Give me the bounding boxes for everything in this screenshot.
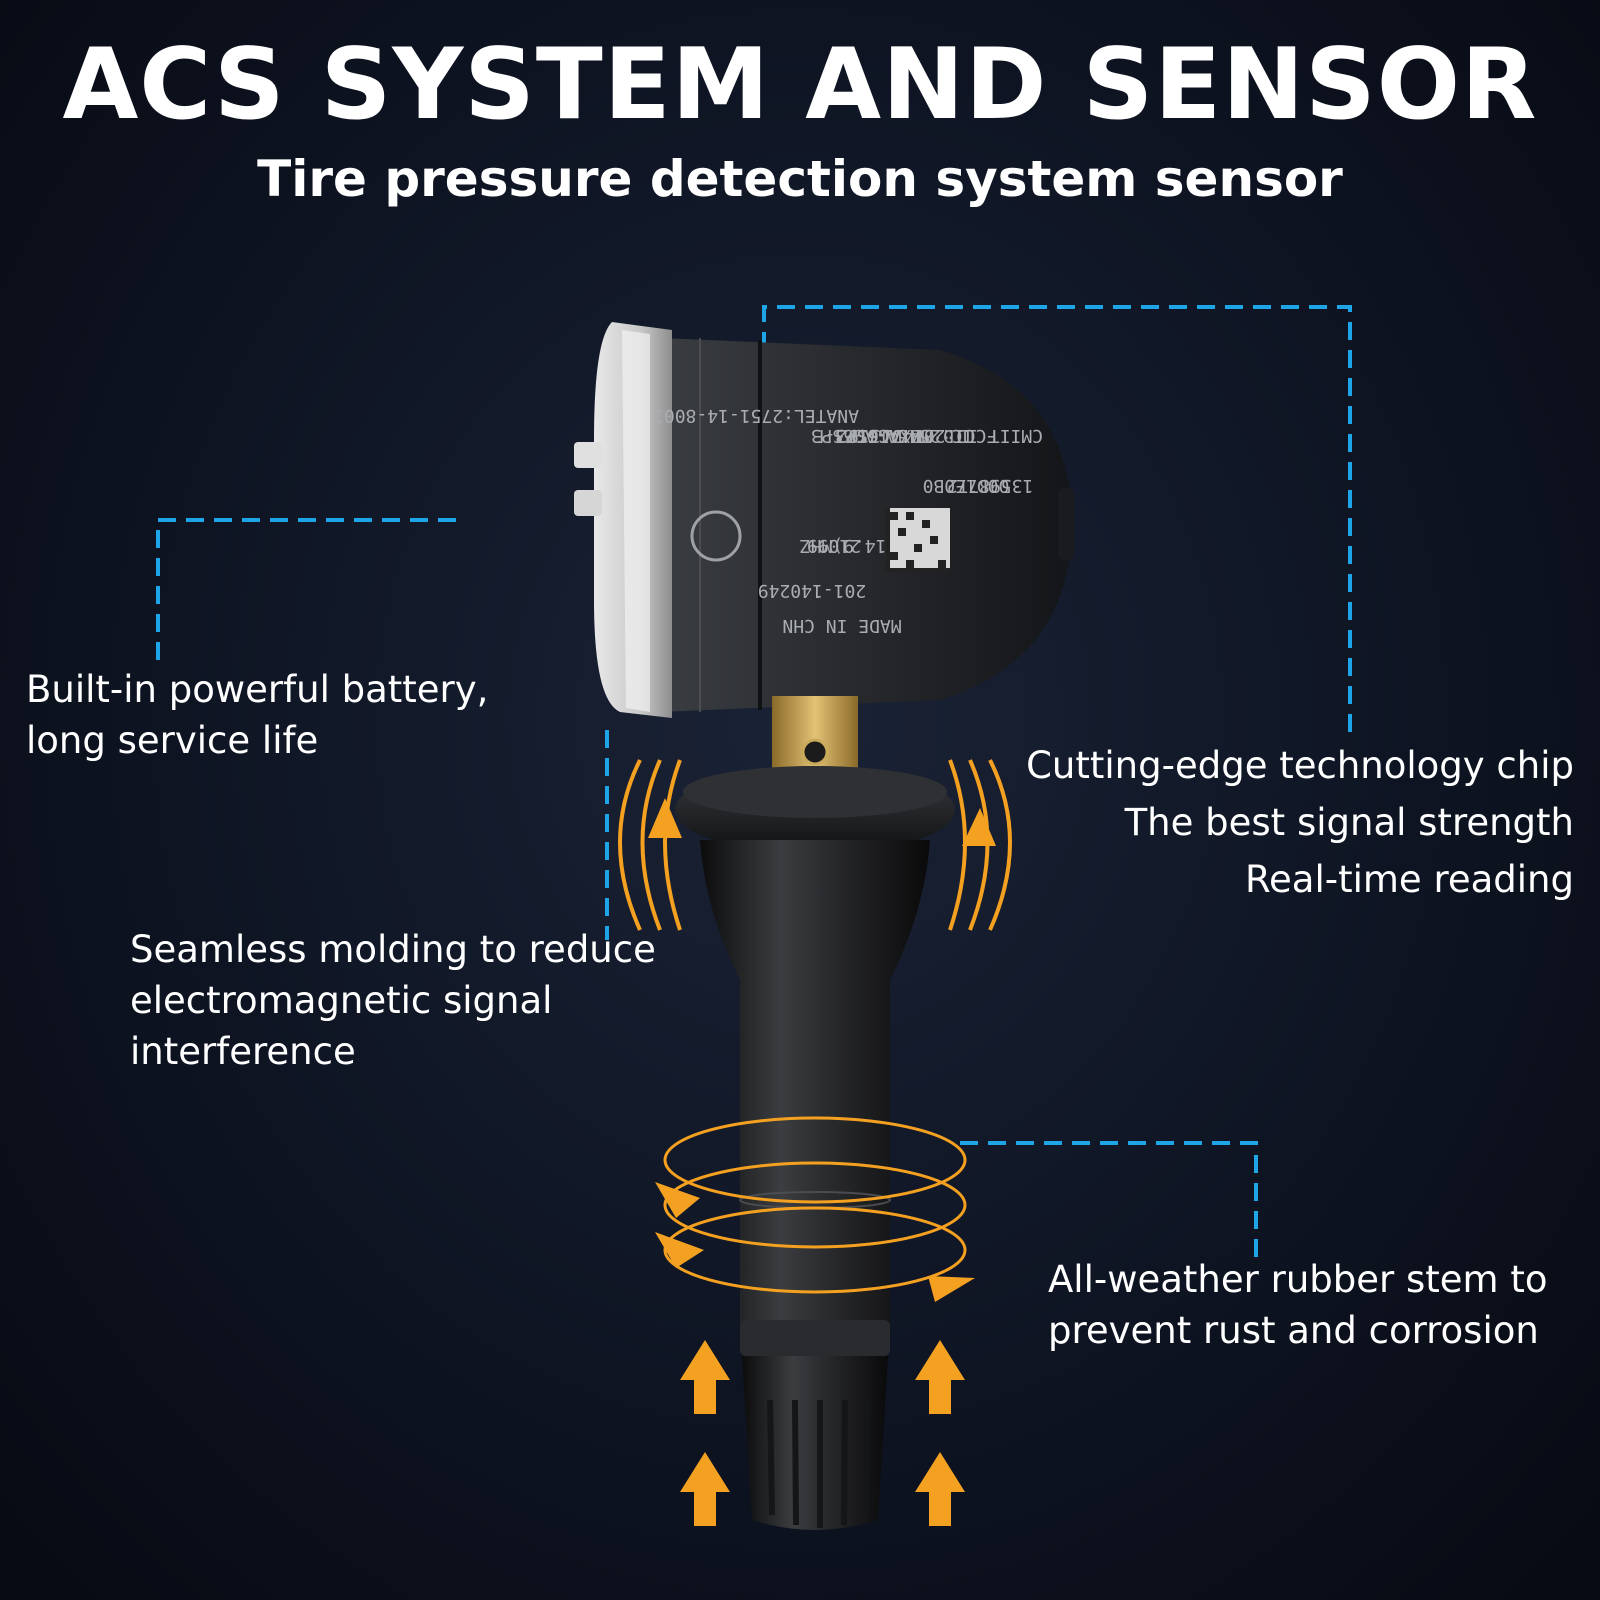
leader-line-battery (156, 518, 458, 660)
signal-arrow-icon (648, 798, 996, 846)
rotation-arrowhead (928, 1276, 975, 1302)
rotation-arrowhead (655, 1182, 700, 1218)
feature-chip: Cutting-edge technology chip The best si… (1026, 740, 1574, 905)
sensor-label-line: CMIIT ID:2014DJ3192 (837, 425, 1043, 446)
feature-line: long service life (26, 719, 319, 762)
sensor-label-line: ANATEL:2751-14-8001 (653, 405, 859, 426)
feature-molding: Seamless molding to reduce electromagnet… (130, 924, 656, 1077)
sensor-label-line: FCCID:MRXAG6SP3 (835, 425, 998, 446)
sensor-label-line: 21099 (807, 535, 861, 556)
sensor-label-line: 13598772 (947, 475, 1034, 496)
rotation-arrowhead (655, 1232, 704, 1268)
valve-cap (740, 1320, 890, 1530)
feature-line: Real-time reading (1244, 858, 1574, 901)
sensor-cap (574, 322, 672, 718)
leader-line-stem (960, 1141, 1258, 1258)
certification-mark (690, 510, 742, 562)
brass-connector (772, 696, 858, 776)
page-subtitle: Tire pressure detection system sensor (257, 150, 1343, 208)
rotation-arrow-icon (663, 1116, 967, 1294)
feature-line: interference (130, 1030, 356, 1073)
feature-line: Cutting-edge technology chip (1026, 744, 1574, 787)
sensor-label-line: 201-140249 (758, 580, 866, 601)
feature-line: All-weather rubber stem to (1048, 1258, 1548, 1301)
datamatrix-code (886, 508, 950, 572)
feature-line: Seamless molding to reduce (130, 928, 656, 971)
sensor-label-line: MADE IN CHN (782, 615, 901, 636)
feature-line: The best signal strength (1124, 801, 1574, 844)
sensor-label-line: M:AG6SP3-F (814, 425, 922, 446)
feature-line: Built-in powerful battery, (26, 668, 489, 711)
sensor-label-line: (314.9)MHZ (800, 535, 909, 556)
up-arrow-icon (680, 1340, 965, 1526)
feature-stem: All-weather rubber stem to prevent rust … (1048, 1254, 1547, 1356)
feature-line: prevent rust and corrosion (1048, 1309, 1539, 1352)
feature-line: electromagnetic signal (130, 979, 553, 1022)
page-title: ACS SYSTEM AND SENSOR (62, 28, 1538, 142)
sensor-label-line: 00D1E0B0 (923, 475, 1010, 496)
sensor-label-line: IC:2546A-AG6SP3 (811, 425, 974, 446)
feature-battery: Built-in powerful battery, long service … (26, 664, 488, 766)
rubber-stem (700, 840, 930, 1330)
sensor-housing (660, 338, 1074, 712)
